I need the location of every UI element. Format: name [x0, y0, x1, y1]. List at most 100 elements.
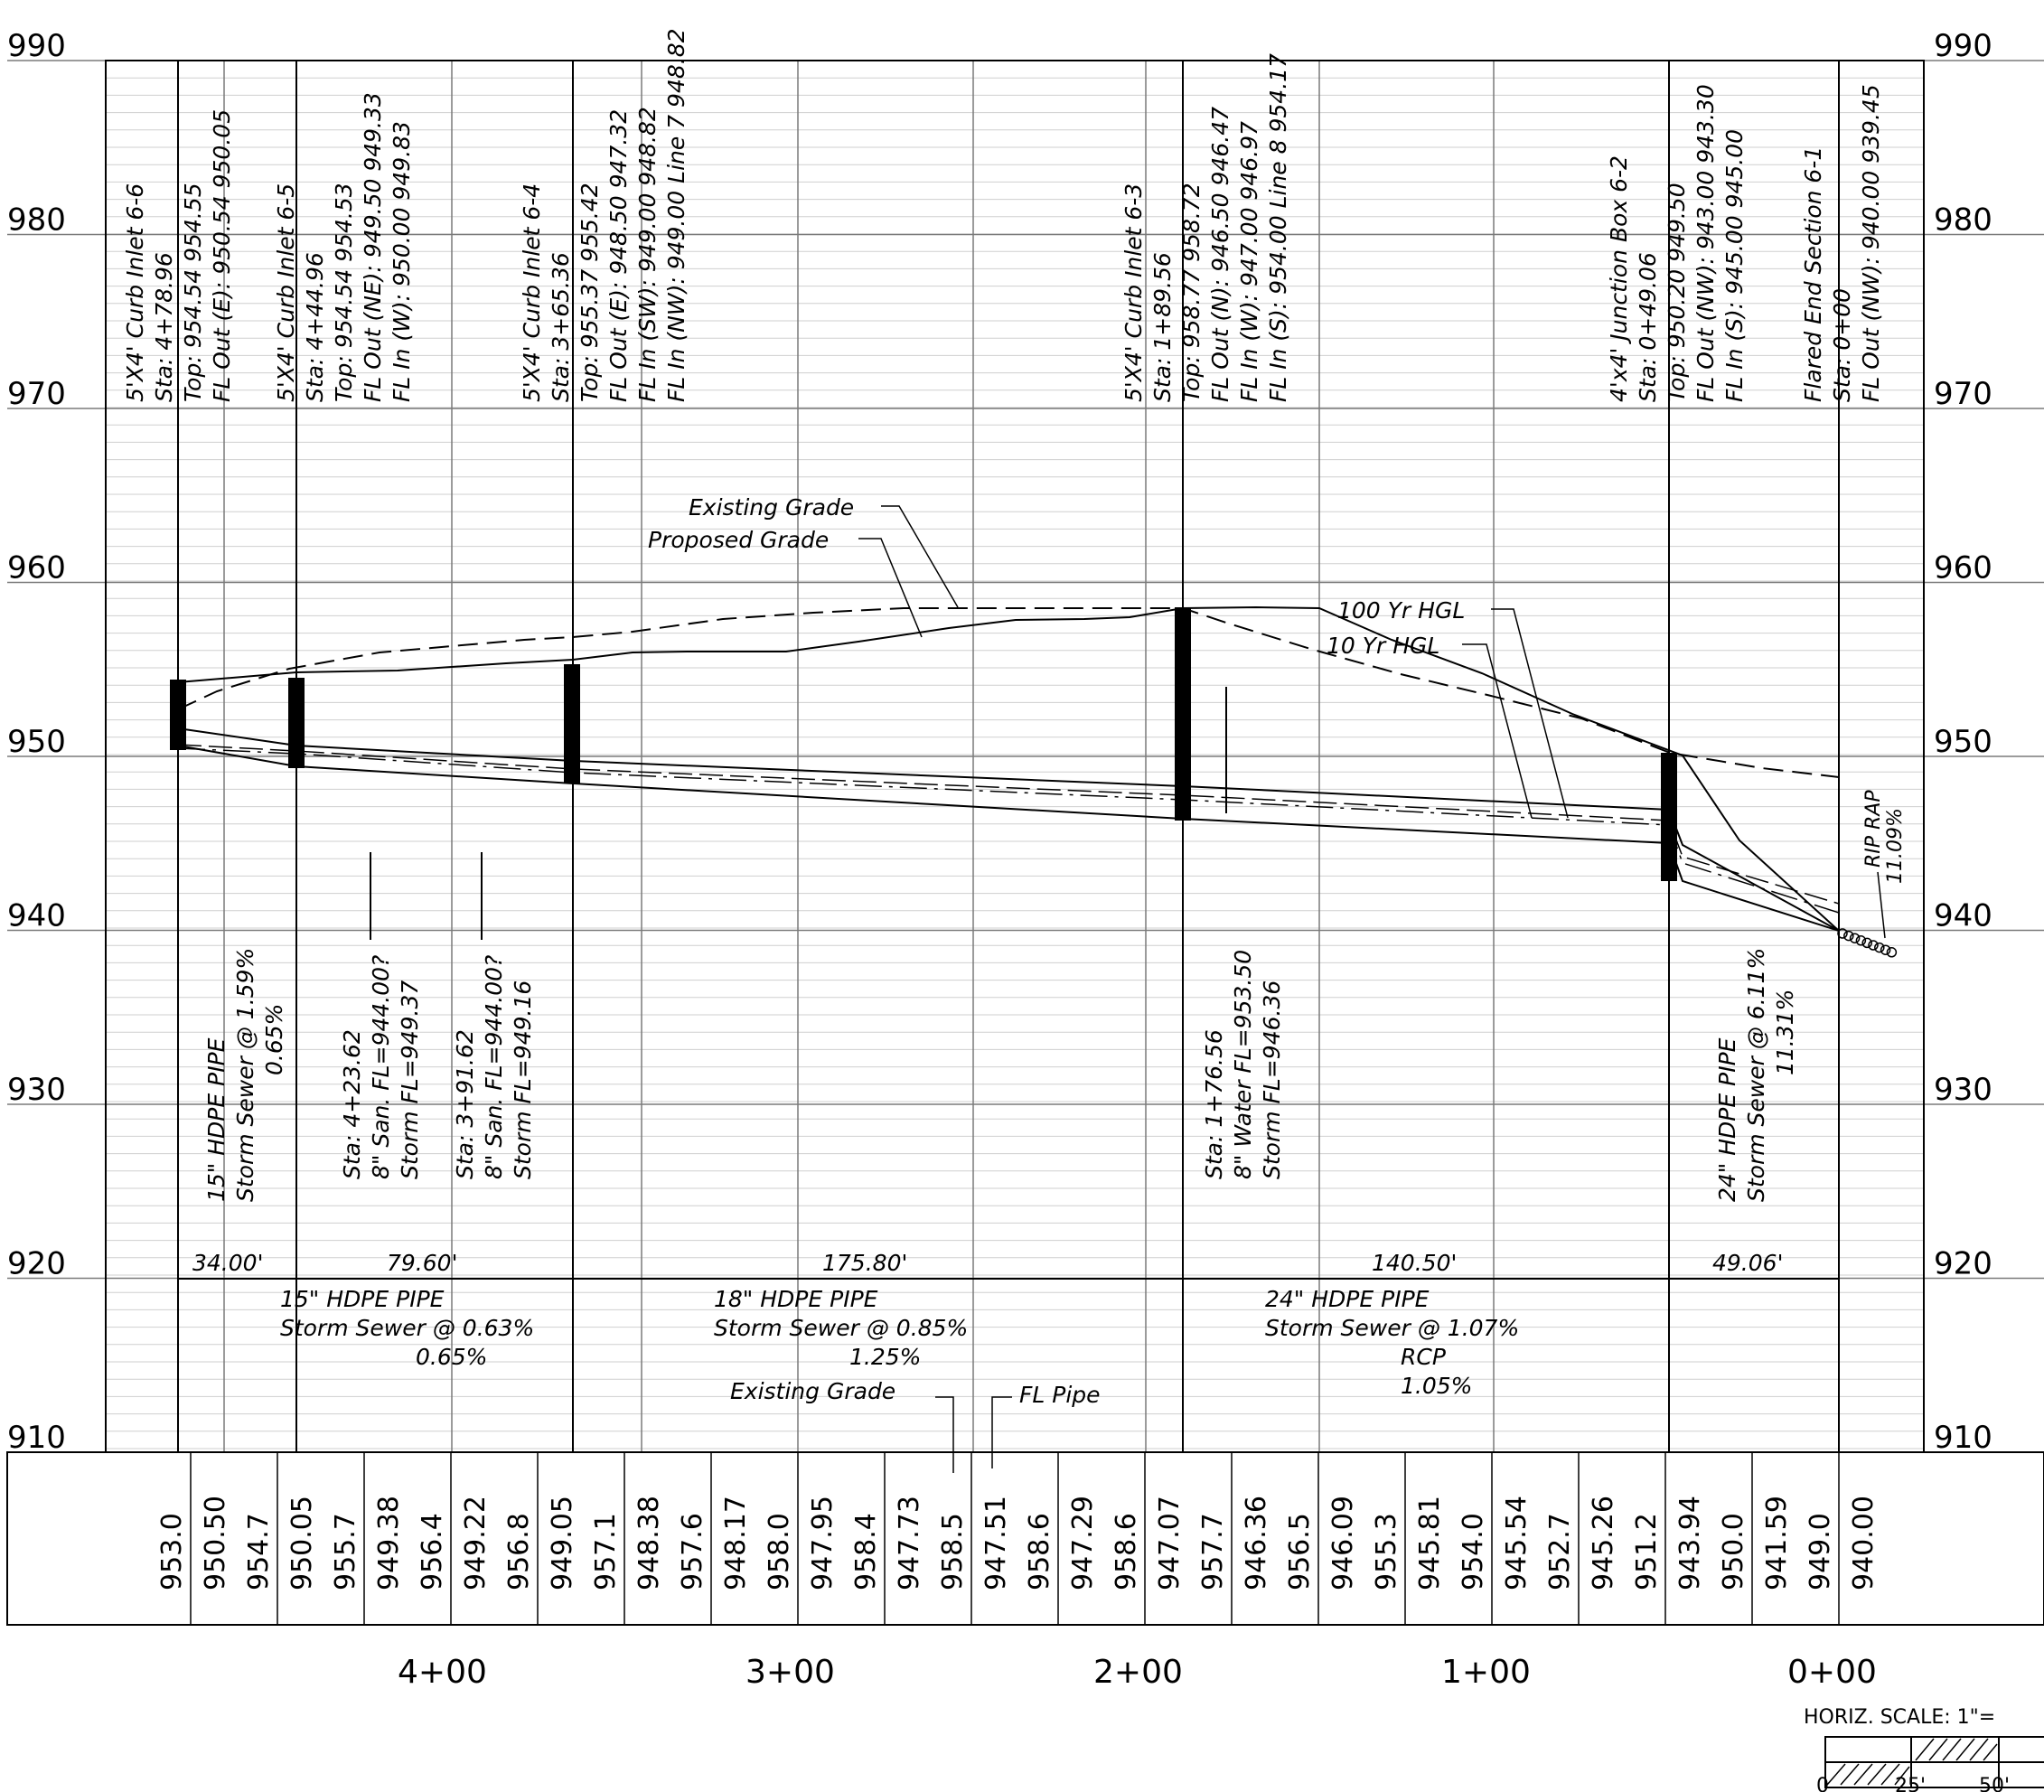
elevation-label-right: 970 [1934, 376, 1992, 412]
elevation-label-left: 970 [7, 376, 66, 412]
structure-label-line: 4'x4' Junction Box 6-2 [1606, 155, 1632, 402]
table-value: 950.05 [286, 1496, 318, 1590]
scale-tick-50: 50' [1979, 1775, 2010, 1792]
label-leader-proposed [858, 538, 923, 638]
riprap-stone [1868, 940, 1879, 951]
scale-tick-0: 0 [1816, 1775, 1829, 1792]
table-value-text: 945.26 [1588, 1496, 1619, 1590]
table-value: 949.05 [547, 1496, 578, 1590]
table-value-text: 946.09 [1327, 1496, 1359, 1590]
elevation-label-right: 930 [1934, 1072, 1992, 1108]
structure-label-line: Top: 950.20 949.50 [1664, 183, 1690, 402]
table-value: 957.1 [590, 1513, 622, 1590]
pipe-run-label-line: 1.25% [849, 1344, 921, 1370]
elevation-label-left: 940 [7, 898, 66, 934]
station-label: 1+00 [1441, 1654, 1531, 1691]
table-value: 945.26 [1588, 1496, 1619, 1590]
table-value: 951.2 [1631, 1513, 1663, 1590]
riprap-stone [1843, 930, 1854, 942]
table-value: 945.54 [1501, 1496, 1533, 1590]
table-value-text: 948.38 [633, 1496, 665, 1590]
structure-label-line: FL In (W): 947.00 946.97 [1236, 121, 1262, 402]
structure-label-line: Top: 954.54 954.53 [331, 183, 357, 402]
riprap-stone [1849, 933, 1861, 943]
table-value: 947.29 [1067, 1496, 1099, 1590]
table-value: 948.38 [633, 1496, 665, 1590]
table-value-text: 954.0 [1458, 1513, 1489, 1590]
proposed-grade-label: Proposed Grade [648, 527, 829, 553]
minor-grid [106, 60, 1924, 1450]
label-leader-existing [881, 505, 959, 608]
elevation-label-left: 980 [7, 202, 66, 239]
structure-label-line: 5'X4' Curb Inlet 6-3 [1120, 183, 1147, 402]
existing-grade-label: Existing Grade [689, 494, 854, 521]
table-value: 949.0 [1805, 1513, 1836, 1590]
crossing-label-line: Sta: 4+23.62 [339, 1029, 365, 1179]
table-value-text: 956.4 [417, 1513, 448, 1590]
table-value-text: 958.0 [764, 1513, 795, 1590]
table-value-text: 947.73 [894, 1496, 925, 1590]
crossing-label-line: 8" San. FL=944.00? [481, 955, 507, 1179]
table-value-text: 948.17 [720, 1496, 752, 1590]
riprap-stone [1874, 942, 1885, 953]
profile-lines [177, 505, 1886, 940]
riprap-stone [1855, 935, 1867, 946]
structure-markers [170, 607, 1677, 881]
elevation-label-right: 980 [1934, 202, 1992, 239]
scale-title: HORIZ. SCALE: 1"= [1804, 1706, 1995, 1729]
hgl-100yr-label: 100 Yr HGL [1337, 597, 1465, 624]
table-value-text: 957.1 [590, 1513, 622, 1590]
structure-label-line: FL In (S): 945.00 945.00 [1721, 129, 1748, 402]
table-value-text: 943.94 [1674, 1496, 1706, 1590]
pipe-run-length: 34.00' [192, 1250, 263, 1276]
table-value-text: 957.7 [1197, 1513, 1229, 1590]
table-value-text: 949.05 [547, 1496, 578, 1590]
structure-label-line: FL Out (E): 948.50 947.32 [605, 109, 632, 402]
structure-label-line: FL Out (E): 950.54 950.05 [209, 109, 235, 402]
pipe-run-label-line: 24" HDPE PIPE [1265, 1286, 1430, 1312]
station-label: 4+00 [398, 1654, 487, 1691]
scale-tick-25: 25' [1895, 1775, 1926, 1792]
elevation-label-right: 990 [1934, 28, 1992, 64]
pipe-run-label-line: Storm Sewer @ 0.63% [280, 1315, 534, 1341]
legend-arrows [935, 1396, 1012, 1473]
table-value: 956.5 [1284, 1513, 1316, 1590]
vertical-pipe-label-line: 15" HDPE PIPE [203, 1037, 230, 1202]
vertical-pipe-label-line: Storm Sewer @ 1.59% [232, 948, 258, 1202]
structure-label-line: FL Out (NE): 949.50 949.33 [360, 92, 386, 402]
scale-bar [1824, 1736, 2044, 1788]
table-value: 948.17 [720, 1496, 752, 1590]
pipe-invert [177, 745, 1840, 932]
table-value-text: 952.7 [1544, 1513, 1576, 1590]
structure-label-line: 5'X4' Curb Inlet 6-5 [273, 183, 299, 402]
station-lines [177, 61, 1840, 1452]
rip-rap-stones [1837, 928, 1898, 958]
table-value: 949.38 [373, 1496, 405, 1590]
table-value-text: 958.4 [850, 1513, 882, 1590]
elevation-label-left: 950 [7, 724, 66, 760]
table-value-text: 955.7 [330, 1513, 361, 1590]
table-value: 941.59 [1761, 1496, 1793, 1590]
structure-label-line: Top: 954.54 954.55 [180, 183, 206, 402]
structure-label-line: Sta: 4+44.96 [302, 252, 328, 402]
table-value: 958.5 [937, 1513, 969, 1590]
svg-text:RIP RAP: RIP RAP [1862, 790, 1885, 868]
label-leader-hgl10 [1462, 643, 1533, 819]
table-value: 949.22 [460, 1496, 492, 1590]
table-value-text: 954.7 [243, 1513, 275, 1590]
structure-label-line: FL In (S): 954.00 Line 8 954.17 [1265, 53, 1291, 402]
crossing-label-line: 8" Water FL=953.50 [1230, 950, 1256, 1179]
vertical-pipe-label-line: 24" HDPE PIPE [1714, 1037, 1740, 1202]
table-value: 952.7 [1544, 1513, 1576, 1590]
table-value: 958.6 [1111, 1513, 1142, 1590]
legend-fl-pipe: FL Pipe [1019, 1382, 1101, 1408]
